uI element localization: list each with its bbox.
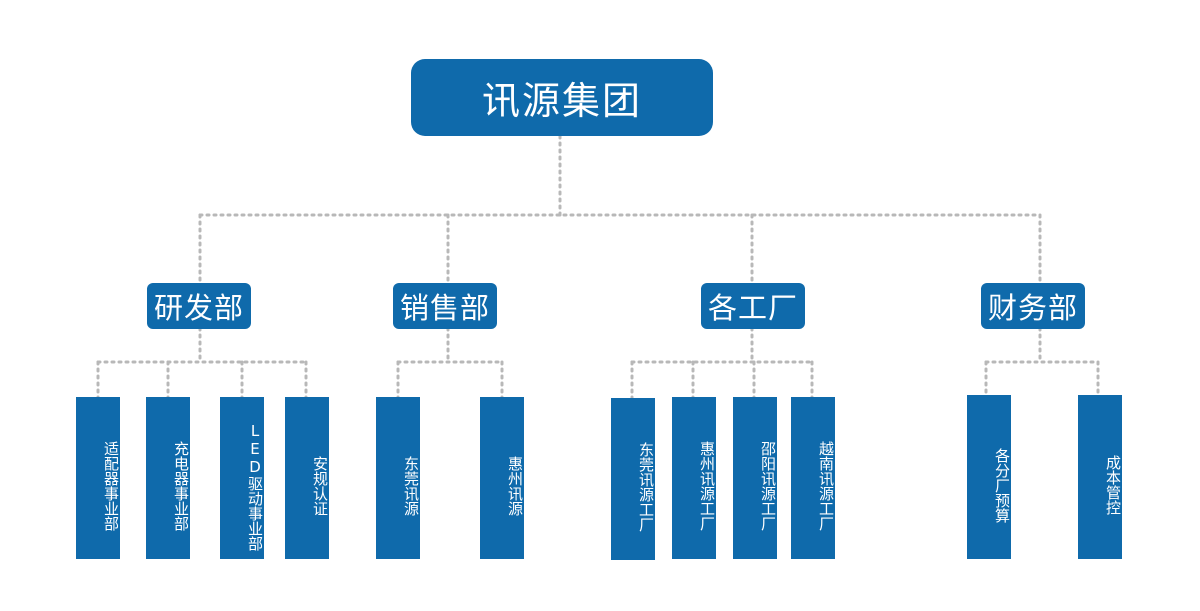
leaf-node: 惠州讯源	[480, 397, 524, 559]
leaf-node: 各分厂预算	[967, 395, 1011, 559]
leaf-label: 东莞讯源	[402, 456, 420, 516]
leaf-node: 充电器事业部	[146, 397, 190, 559]
leaf-node: 东莞讯源	[376, 397, 420, 559]
dept-label: 研发部	[153, 291, 244, 325]
leaf-label: 东莞讯源工厂	[637, 442, 655, 532]
root-node: 讯源集团	[411, 59, 713, 136]
root-label: 讯源集团	[481, 79, 642, 123]
leaf-label: 各分厂预算	[993, 447, 1011, 523]
leaf-node: LED驱动事业部	[220, 397, 264, 559]
leaf-node: 越南讯源工厂	[791, 397, 835, 559]
dept-label: 财务部	[987, 291, 1078, 325]
dept-label: 各工厂	[707, 291, 798, 325]
dept-factories: 各工厂	[701, 283, 805, 329]
dept-label: 销售部	[399, 291, 490, 325]
leaf-label: 成本管控	[1104, 455, 1122, 515]
leaf-label: 充电器事业部	[172, 441, 190, 531]
leaf-label: 惠州讯源	[506, 456, 524, 516]
leaf-label: LED驱动事业部	[246, 421, 264, 551]
leaf-label: 邵阳讯源工厂	[759, 441, 777, 531]
leaf-node: 邵阳讯源工厂	[733, 397, 777, 559]
leaf-node: 东莞讯源工厂	[611, 398, 655, 560]
leaf-node: 惠州讯源工厂	[672, 397, 716, 559]
leaf-node: 安规认证	[285, 397, 329, 559]
leaf-node: 成本管控	[1078, 395, 1122, 559]
dept-rnd: 研发部	[147, 283, 251, 329]
dept-finance: 财务部	[981, 283, 1085, 329]
dept-sales: 销售部	[393, 283, 497, 329]
leaf-label: 适配器事业部	[102, 441, 120, 531]
leaf-label: 越南讯源工厂	[817, 441, 835, 531]
leaf-label: 安规认证	[311, 456, 329, 516]
leaf-label: 惠州讯源工厂	[698, 441, 716, 531]
leaf-node: 适配器事业部	[76, 397, 120, 559]
